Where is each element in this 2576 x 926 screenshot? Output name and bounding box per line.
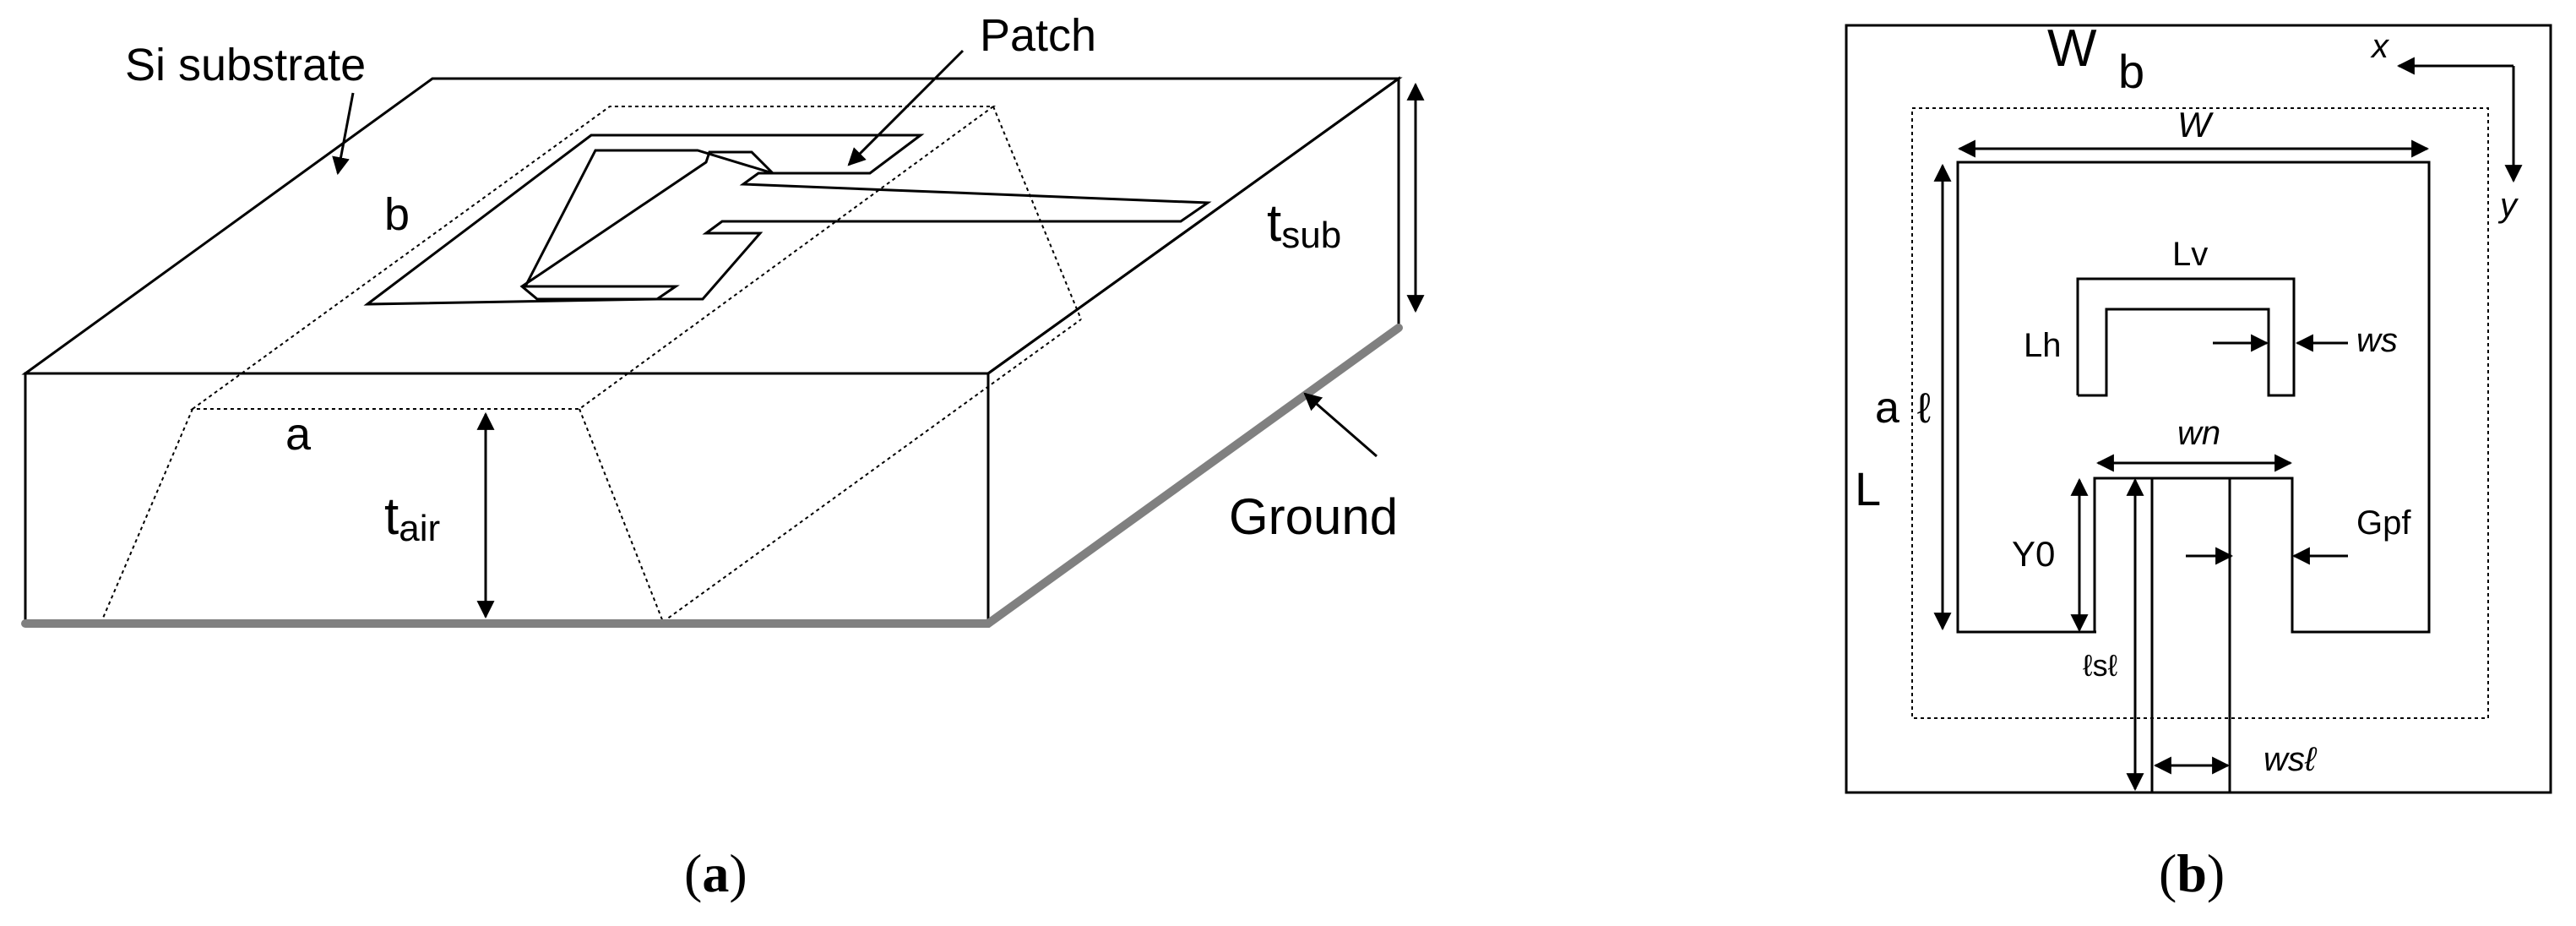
- cavity-edge-back-right: [992, 106, 1082, 320]
- label-lsl: ℓsℓ: [2083, 648, 2118, 683]
- cavity-top-outline: [189, 106, 997, 410]
- label-x-axis: x: [2370, 28, 2390, 65]
- si-substrate-pointer: [332, 92, 355, 176]
- cavity-edge-front-left: [101, 408, 193, 623]
- label-ell: ℓ: [1917, 384, 1931, 432]
- label-y-axis: y: [2497, 187, 2519, 224]
- label-Lh: Lh: [2024, 327, 2062, 364]
- label-a-panelb: a: [1875, 384, 1899, 433]
- ground-plane: [21, 324, 1403, 628]
- u-slot-outline: [2076, 277, 2296, 397]
- outer-substrate-border: [1845, 24, 2552, 794]
- substrate-front-face: [24, 372, 990, 625]
- label-W-inner: W: [2177, 105, 2214, 144]
- label-wsl: wsℓ: [2264, 741, 2318, 778]
- cavity-dotted-outline: [1911, 107, 2489, 719]
- label-wn: wn: [2177, 415, 2220, 452]
- patch-outline-top-view: [1956, 161, 2431, 634]
- panel-b-diagram: W b x y W Lv Lh ws a ℓ L wn Gpf Y0 ℓsℓ w…: [1845, 19, 2552, 794]
- patch-outline: [363, 133, 1212, 306]
- label-tsub: tsub: [1267, 194, 1341, 256]
- ground-pointer: [1303, 392, 1378, 458]
- label-tair: tair: [384, 488, 440, 549]
- caption-a: (a): [684, 843, 747, 903]
- cavity-edge-front-right: [579, 408, 664, 623]
- label-patch: Patch: [980, 10, 1096, 61]
- label-b-top: b: [384, 189, 410, 240]
- label-W-outer: W: [2047, 19, 2097, 78]
- label-Lv: Lv: [2172, 236, 2208, 273]
- label-si-substrate: Si substrate: [125, 40, 366, 90]
- label-ground: Ground: [1229, 488, 1398, 545]
- label-a-front: a: [285, 409, 312, 460]
- label-Y0: Y0: [2012, 534, 2055, 574]
- label-L: L: [1855, 462, 1881, 515]
- caption-b: (b): [2159, 843, 2225, 903]
- panel-a-diagram: Si substrate Patch b tsub a tair Ground: [21, 10, 1425, 628]
- cavity-edge-back-link: [662, 319, 1082, 623]
- patch-pointer: [847, 49, 965, 166]
- patch-shape: [363, 133, 1212, 306]
- label-Gpf: Gpf: [2356, 504, 2411, 542]
- label-b-panelb: b: [2118, 45, 2144, 98]
- label-ws: ws: [2356, 322, 2398, 359]
